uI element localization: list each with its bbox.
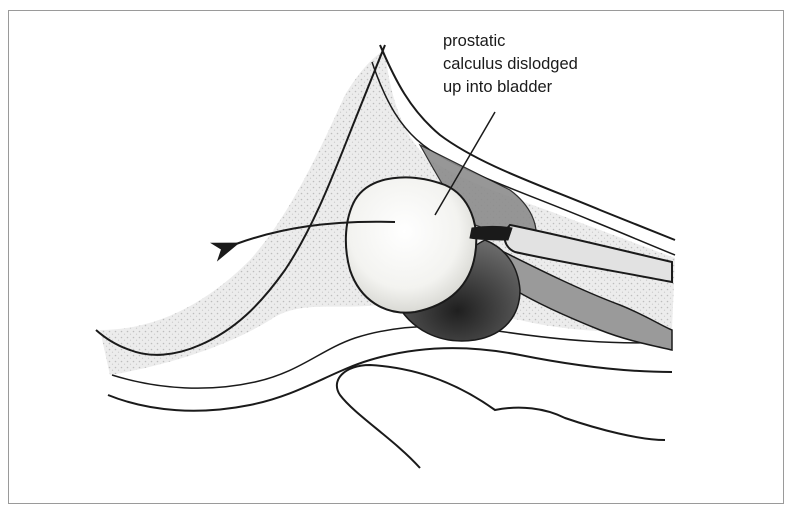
annotation-line-3: up into bladder bbox=[443, 76, 578, 99]
annotation-line-1: prostatic bbox=[443, 30, 578, 53]
annotation-line-2: calculus dislodged bbox=[443, 53, 578, 76]
lower-wall-outer bbox=[108, 348, 672, 411]
prostatic-calculus bbox=[346, 177, 476, 312]
rectum-outline bbox=[337, 365, 665, 468]
annotation-label: prostatic calculus dislodged up into bla… bbox=[443, 30, 578, 99]
endoscope-tip bbox=[470, 227, 512, 241]
